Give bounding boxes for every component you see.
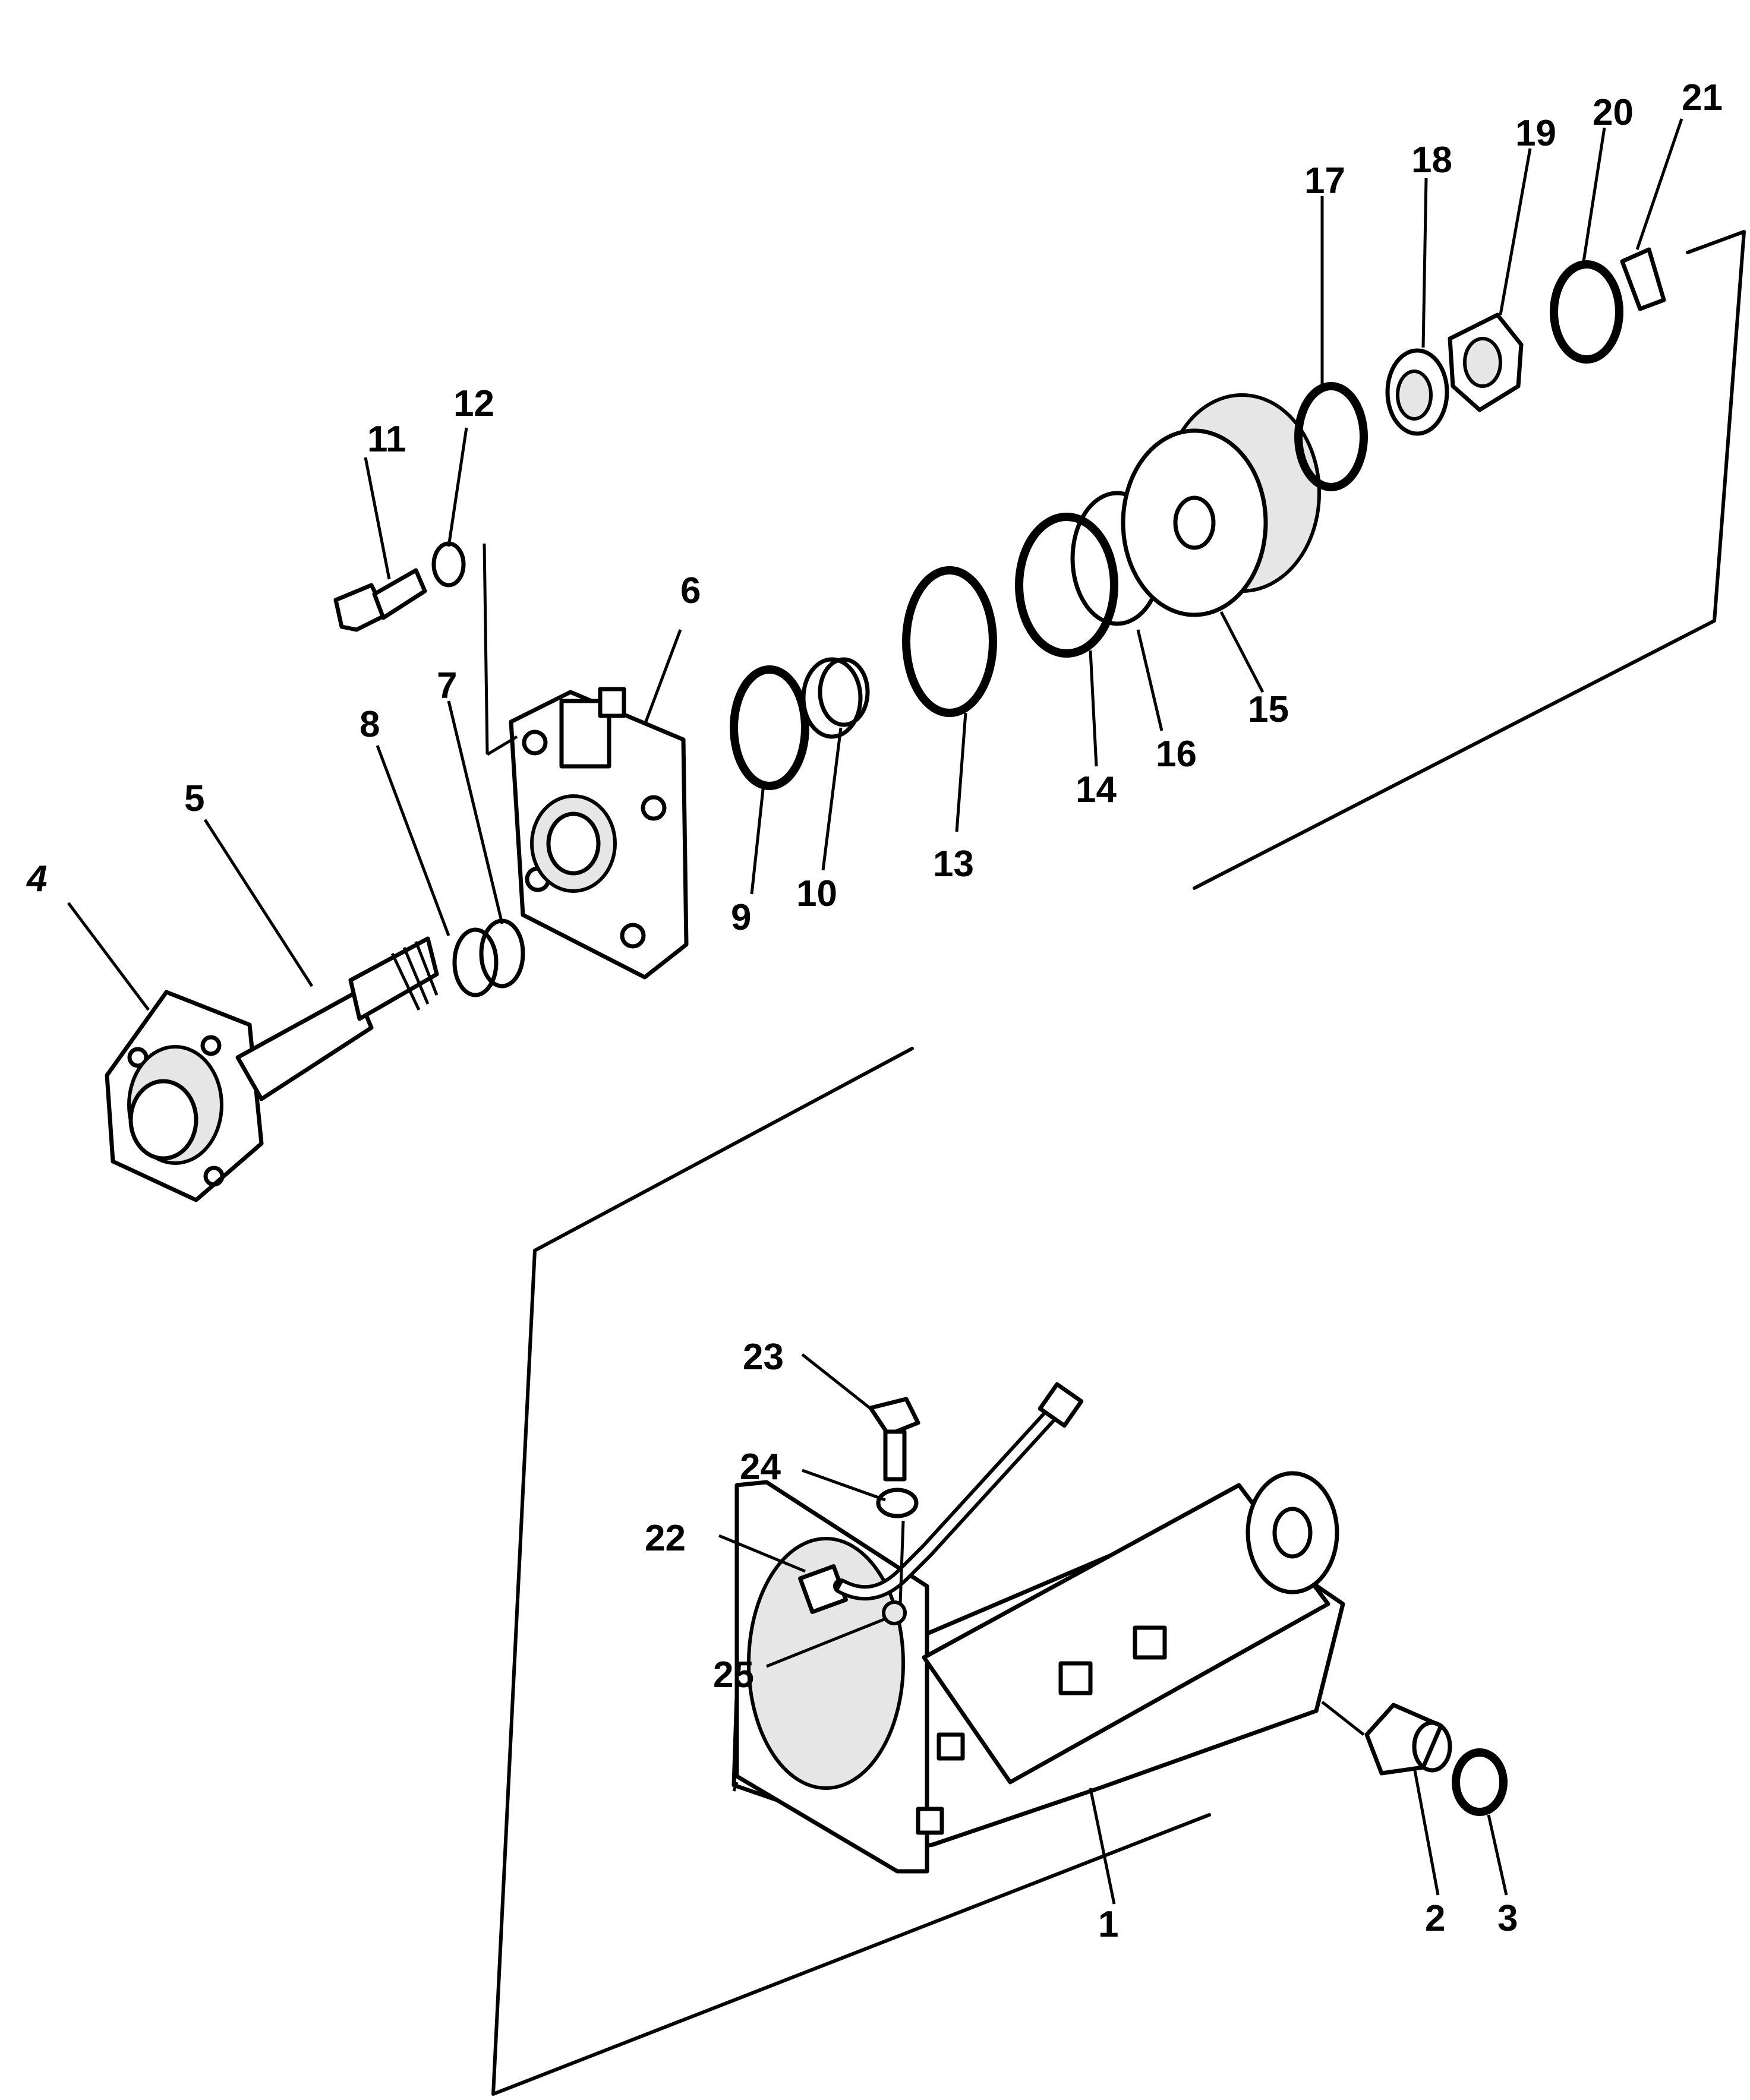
callout-10: 10 — [796, 873, 837, 914]
callout-12: 12 — [453, 383, 494, 424]
callout-17: 17 — [1304, 160, 1345, 201]
callout-labels: 1 2 3 4 5 6 7 8 9 10 11 12 13 14 15 16 1… — [26, 77, 1723, 1945]
part-4-rod-eye-flange — [105, 990, 264, 1202]
callout-2: 2 — [1425, 1898, 1445, 1939]
callout-20: 20 — [1593, 92, 1634, 133]
callout-5: 5 — [184, 778, 204, 819]
callout-1: 1 — [1098, 1904, 1118, 1945]
part-1-cylinder-tube — [731, 1471, 1345, 1874]
callout-3: 3 — [1497, 1898, 1518, 1939]
part-21-plug — [1620, 247, 1666, 311]
callout-14: 14 — [1076, 769, 1117, 810]
callout-24: 24 — [740, 1447, 781, 1488]
callout-9: 9 — [731, 897, 751, 938]
callout-23: 23 — [743, 1337, 784, 1378]
part-9-ring — [730, 665, 809, 790]
callout-21: 21 — [1682, 77, 1723, 118]
callout-22: 22 — [645, 1518, 686, 1559]
part-2-bushing — [1364, 1703, 1452, 1776]
part-24-washer — [876, 1488, 919, 1518]
part-18-washer — [1385, 348, 1449, 436]
part-19-nut — [1448, 312, 1524, 412]
part-23-bolt — [868, 1397, 920, 1482]
part-15-piston — [1121, 393, 1321, 617]
callout-18: 18 — [1411, 140, 1452, 181]
callout-13: 13 — [933, 844, 974, 885]
part-20-ring — [1550, 260, 1623, 364]
leader-lines — [67, 118, 1683, 1905]
callout-16: 16 — [1156, 734, 1197, 775]
callout-8: 8 — [360, 704, 380, 745]
part-3-washer — [1452, 1748, 1508, 1816]
callout-11: 11 — [367, 419, 406, 460]
part-25-small-bolt — [882, 1600, 907, 1625]
callout-25: 25 — [713, 1654, 754, 1695]
part-10-bushing — [801, 657, 870, 739]
callout-19: 19 — [1515, 113, 1556, 154]
callout-4: 4 — [26, 858, 47, 899]
part-6-rod-cover — [509, 687, 689, 980]
part-5-piston-rod — [235, 936, 439, 1101]
callout-6: 6 — [680, 570, 701, 611]
callout-7: 7 — [437, 665, 457, 706]
assembly-boundary-lines — [491, 230, 1746, 2096]
part-17-ring — [1294, 382, 1368, 491]
part-14-ring — [1015, 513, 1118, 658]
part-12-lock-washer — [431, 541, 466, 588]
callout-15: 15 — [1248, 689, 1289, 730]
part-11-bolt — [333, 568, 427, 632]
part-13-ring — [902, 566, 997, 717]
part-7-8-retaining-rings — [452, 918, 525, 997]
